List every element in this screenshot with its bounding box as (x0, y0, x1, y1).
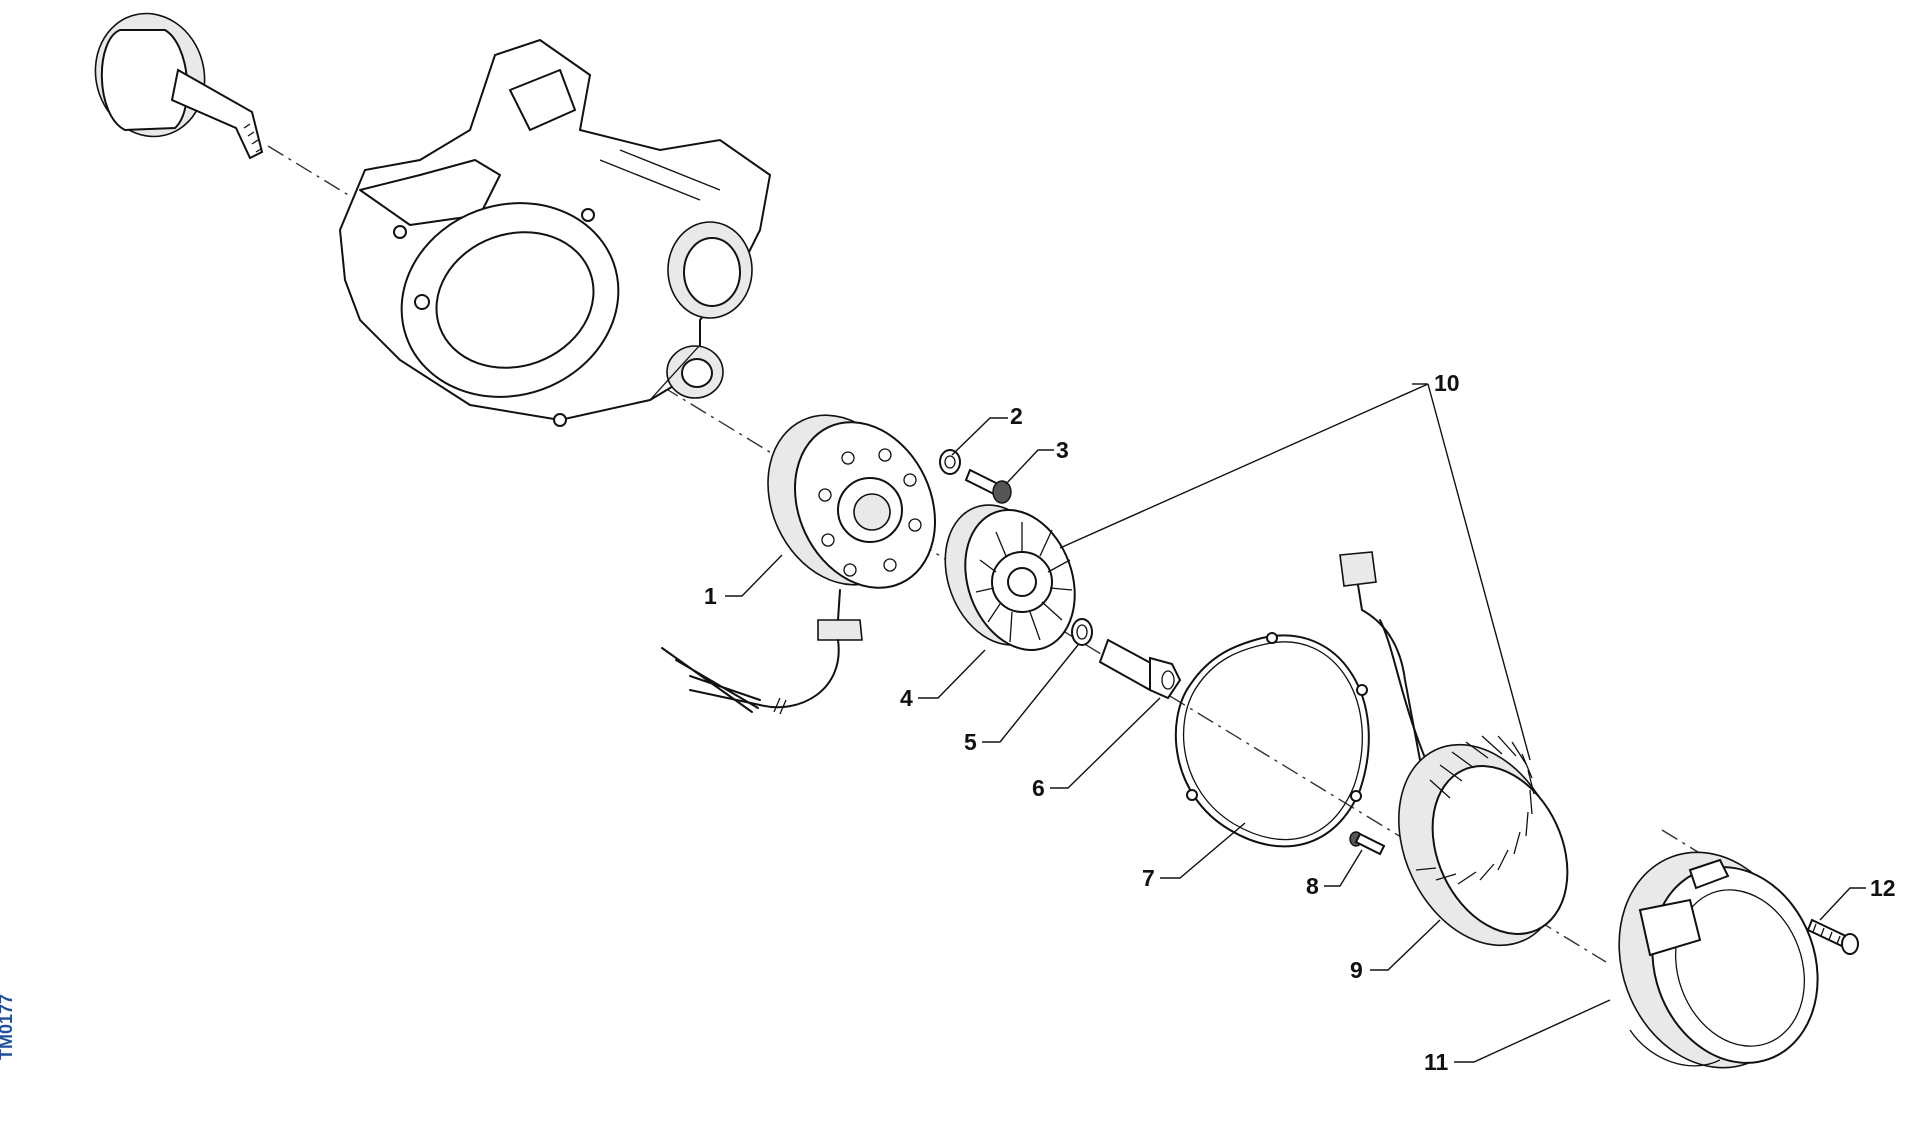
reference-code-text: TM0177 (0, 993, 16, 1060)
callout-1: 1 (704, 583, 717, 609)
part-3-screw (964, 468, 1012, 504)
part-1-flywheel (661, 414, 936, 715)
leader-lines (725, 383, 1866, 1063)
callout-9: 9 (1350, 957, 1363, 983)
callout-3: 3 (1056, 437, 1069, 463)
part-5-washer (1071, 618, 1093, 646)
crankshaft-part (94, 12, 264, 160)
callout-11: 11 (1424, 1049, 1449, 1075)
part-7-gasket (1174, 632, 1370, 848)
callout-10: 10 (1434, 370, 1460, 396)
callout-12: 12 (1870, 875, 1896, 901)
crankcase-part (338, 38, 772, 427)
part-2-washer (939, 449, 961, 475)
part-12-screw (1806, 918, 1859, 955)
part-9-stator (1339, 551, 1569, 947)
callout-6: 6 (1032, 775, 1045, 801)
callout-4: 4 (900, 685, 913, 711)
callout-labels: 1 2 3 4 5 6 7 8 9 10 11 12 (704, 370, 1896, 1075)
part-11-cover (1618, 851, 1819, 1069)
callout-7: 7 (1142, 865, 1155, 891)
callout-5: 5 (964, 729, 977, 755)
callout-8: 8 (1306, 873, 1319, 899)
part-8-screw (1349, 831, 1386, 856)
part-4-rotor (944, 504, 1076, 651)
callout-2: 2 (1010, 403, 1023, 429)
part-6-bolt (1098, 638, 1182, 700)
